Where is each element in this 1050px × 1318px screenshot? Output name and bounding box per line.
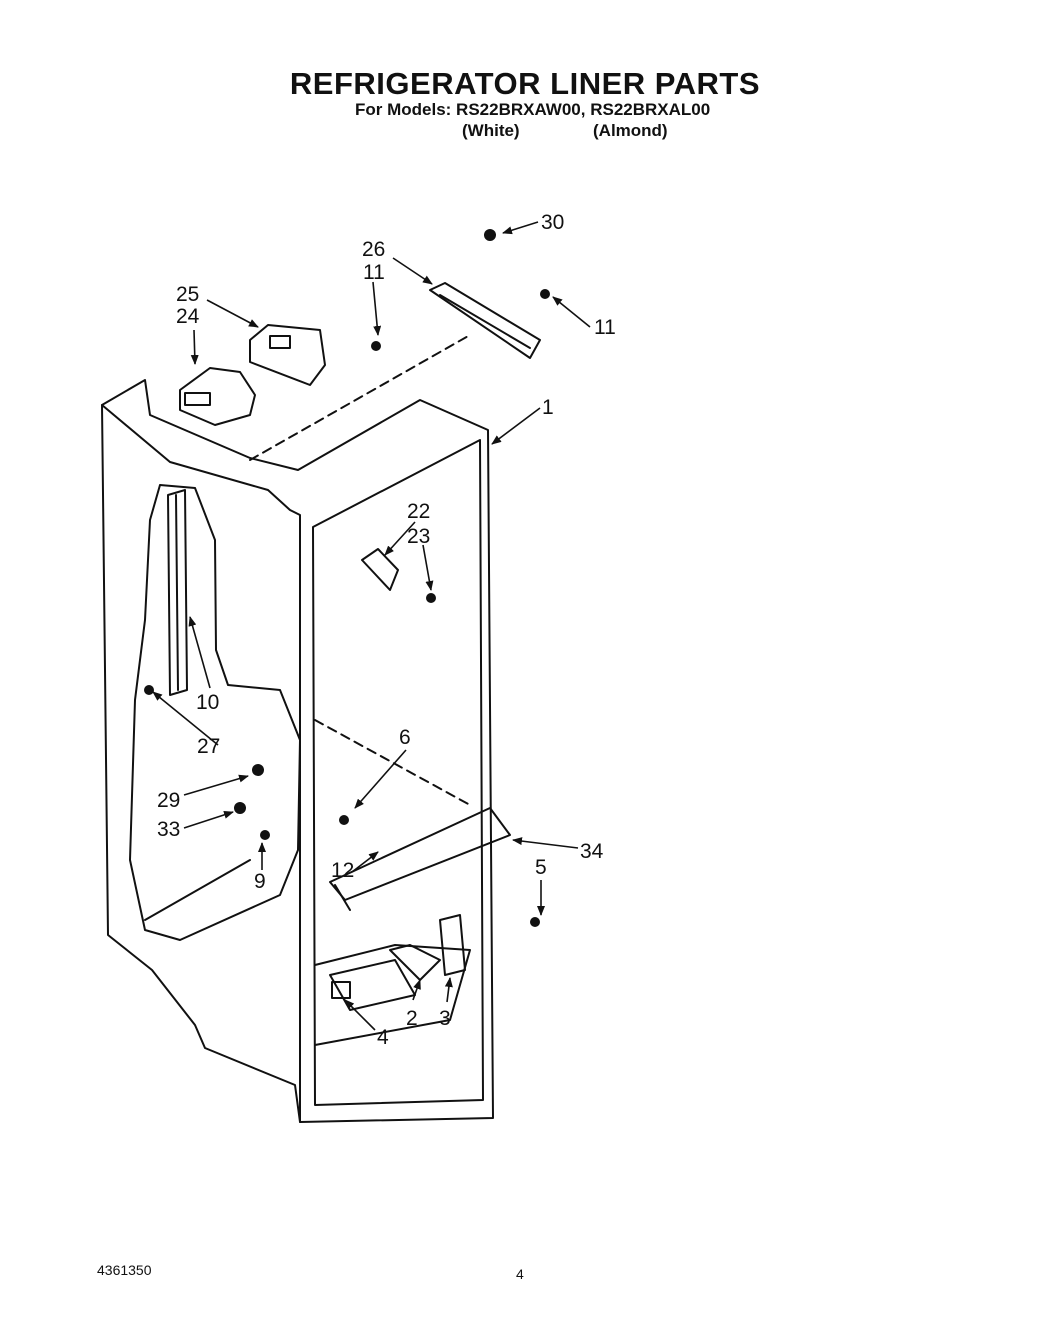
callout-29: 29	[157, 789, 180, 812]
floor-pan-inner	[329, 959, 416, 1011]
left-wall-cutout	[129, 484, 301, 941]
callout-10: 10	[196, 691, 219, 714]
model-list: For Models: RS22BRXAW00, RS22BRXAL00	[355, 100, 711, 119]
callout-11-right: 11	[594, 316, 616, 339]
bracket-2	[389, 944, 441, 981]
callout-2: 2	[406, 1007, 418, 1030]
callout-33: 33	[157, 818, 180, 841]
callout-1: 1	[542, 396, 554, 419]
callout-34: 34	[580, 840, 604, 863]
floor-pan	[314, 944, 471, 1046]
callout-24: 24	[176, 305, 200, 328]
variant-white: (White)	[462, 121, 520, 140]
callout-25: 25	[176, 283, 199, 306]
callout-22: 22	[407, 500, 430, 523]
page-number: 4	[516, 1266, 524, 1282]
rail-26	[429, 282, 541, 359]
callout-23: 23	[407, 525, 430, 548]
bracket-25	[249, 324, 326, 386]
part-4-clip	[331, 981, 351, 999]
callout-3: 3	[439, 1007, 451, 1030]
control-housing-24	[179, 367, 256, 426]
callout-9: 9	[254, 870, 266, 893]
variant-almond: (Almond)	[593, 121, 668, 140]
document-number: 4361350	[97, 1262, 152, 1278]
callout-5: 5	[535, 856, 547, 879]
callout-6: 6	[399, 726, 411, 749]
callout-12: 12	[331, 859, 354, 882]
callout-30: 30	[541, 211, 564, 234]
callout-26: 26	[362, 238, 385, 261]
liner-left-side	[101, 404, 301, 1123]
callout-27: 27	[197, 735, 220, 758]
callout-11-left: 11	[363, 261, 385, 284]
callout-4: 4	[377, 1026, 389, 1049]
bracket-3	[439, 914, 466, 976]
liner-shell	[101, 379, 494, 1123]
page-title: REFRIGERATOR LINER PARTS	[289, 66, 761, 101]
shelf-track	[167, 489, 188, 696]
bracket-22	[361, 548, 399, 591]
front-frame-inner	[312, 439, 484, 1106]
